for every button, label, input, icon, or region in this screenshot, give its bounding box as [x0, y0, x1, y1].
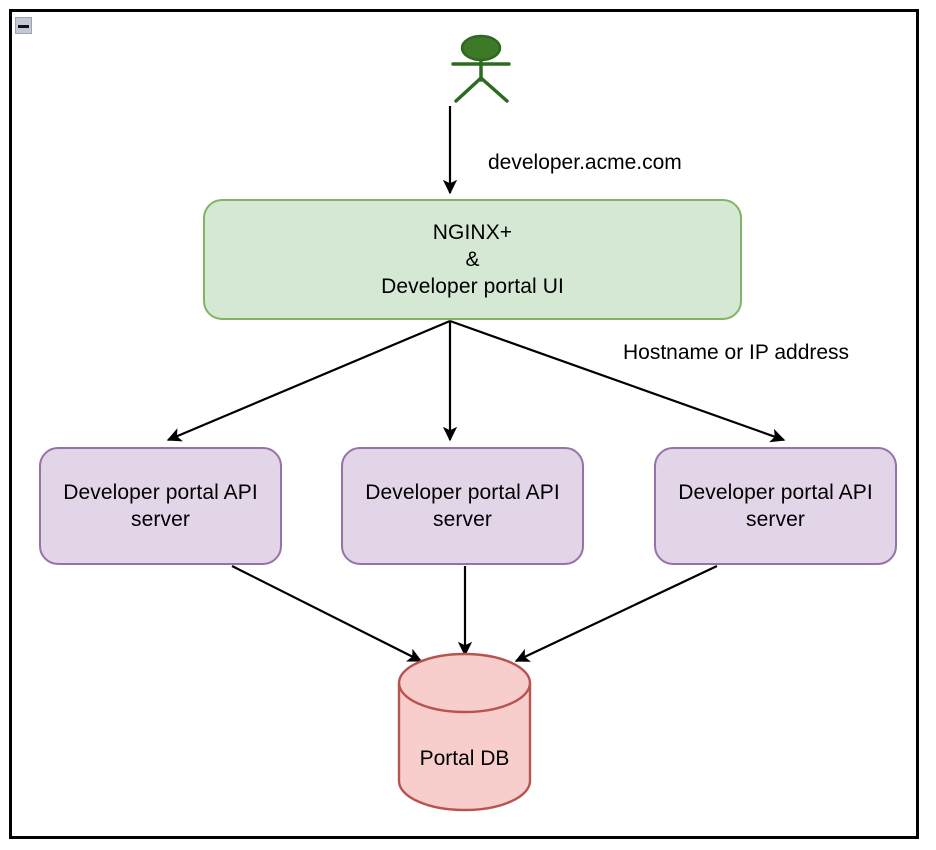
- user-actor-icon: [451, 34, 511, 103]
- edge-label-developer-acme-com: developer.acme.com: [488, 151, 682, 174]
- edge-nginx-to-api-1: [166, 319, 451, 442]
- node-nginx-label: NGINX+ & Developer portal UI: [381, 221, 564, 298]
- edge-nginx-to-api-3: [449, 319, 786, 443]
- minus-icon: [18, 25, 29, 28]
- node-api-server-2-label: Developer portal API server: [365, 481, 560, 531]
- collapse-toggle-button[interactable]: [15, 17, 32, 34]
- edge-label-hostname-or-ip-address: Hostname or IP address: [623, 341, 850, 364]
- node-api-server-1-label: Developer portal API server: [63, 481, 258, 531]
- node-developer-portal-api-server-3[interactable]: Developer portal API server: [654, 447, 897, 565]
- node-api-server-3-label: Developer portal API server: [678, 481, 873, 531]
- edge-api-1-to-db: [231, 565, 423, 662]
- portal-db-cylinder-shape[interactable]: [397, 652, 532, 812]
- node-nginx-developer-portal-ui[interactable]: NGINX+ & Developer portal UI: [203, 199, 742, 320]
- node-portal-db-label: Portal DB: [419, 747, 510, 770]
- node-developer-portal-api-server-2[interactable]: Developer portal API server: [341, 447, 584, 565]
- node-developer-portal-api-server-1[interactable]: Developer portal API server: [39, 447, 282, 565]
- edge-api-3-to-db: [514, 565, 718, 662]
